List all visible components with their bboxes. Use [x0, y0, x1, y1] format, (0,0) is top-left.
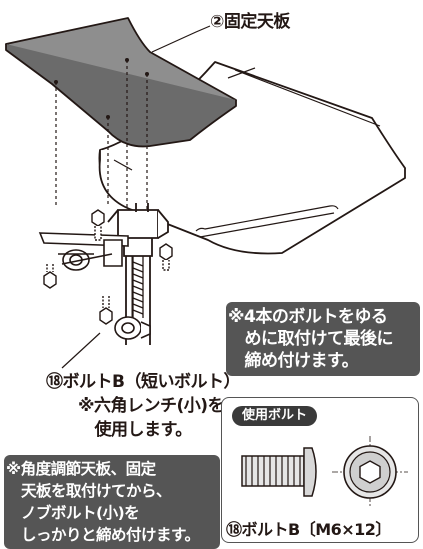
note-knob-line2: 天板を取付けてから、	[6, 482, 172, 500]
part2-label: ②固定天板	[210, 12, 290, 32]
fixed-top-board	[5, 17, 237, 148]
bolt-reference-panel: 使用ボルト ⑱ボルトB〔M6×12〕	[221, 397, 419, 543]
wrench-note: ※六角レンチ(小)を 使用します。	[78, 394, 225, 442]
tilt-arm	[38, 232, 129, 271]
note-knob-tighten: ※角度調節天板、固定 天板を取付けてから、 ノブボルト(小)を しっかりと締め付…	[4, 455, 220, 549]
board-holes	[54, 58, 149, 119]
bolt-head-icon	[332, 436, 408, 508]
part18-label: ⑱ボルトB（短いボルト）	[46, 372, 240, 392]
bolt-badge: 使用ボルト	[232, 406, 318, 426]
bolts	[43, 209, 173, 325]
bolt-side-icon	[241, 447, 317, 497]
note-loose-line2: めに取付けて最後に	[228, 329, 393, 349]
bolt-caption: ⑱ボルトB〔M6×12〕	[226, 520, 391, 539]
knob-bolt	[114, 316, 151, 340]
note-loose-line3: 締め付けます。	[228, 351, 359, 371]
wrench-note-line1: ※六角レンチ(小)を	[78, 396, 225, 416]
note-knob-line1: ※角度調節天板、固定	[6, 460, 156, 478]
wrench-note-line2: 使用します。	[78, 420, 192, 440]
note-loose-bolts: ※4本のボルトをゆる めに取付けて最後に 締め付けます。	[226, 302, 420, 376]
alignment-dashes	[55, 60, 148, 218]
threaded-rod	[132, 256, 144, 318]
note-knob-line3: ノブボルト(小)を	[6, 504, 140, 522]
note-loose-line1: ※4本のボルトをゆる	[228, 307, 388, 327]
note-knob-line4: しっかりと締め付けます。	[6, 526, 200, 544]
leader-lines	[61, 25, 211, 369]
support-pole	[107, 203, 169, 345]
